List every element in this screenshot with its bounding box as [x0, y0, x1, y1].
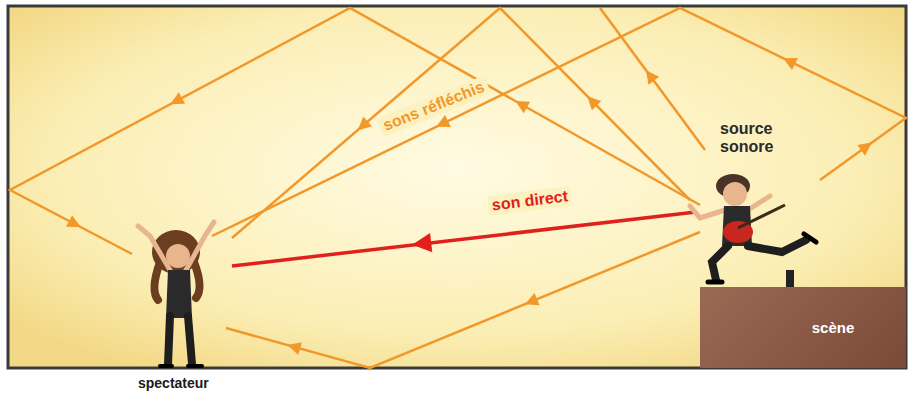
arrowhead	[436, 115, 451, 127]
reflected-ray	[232, 8, 690, 238]
reflected-ray	[10, 8, 700, 254]
reflected-ray	[212, 8, 906, 236]
source-label: source sonore	[720, 120, 790, 155]
stage-monitor	[786, 270, 794, 288]
arrowhead	[412, 233, 432, 252]
arrowhead	[170, 92, 185, 104]
reflected-sound-label: sons réfléchis	[376, 75, 491, 136]
arrowhead	[783, 58, 798, 70]
room	[8, 6, 906, 368]
spectator-label: spectateur	[138, 376, 209, 391]
arrowhead	[525, 293, 540, 305]
reflected-ray	[600, 8, 705, 150]
sound-rays	[10, 8, 906, 368]
arrowhead	[66, 215, 81, 227]
musician-figure	[690, 174, 816, 282]
arrowhead	[857, 143, 872, 156]
direct-ray	[232, 212, 696, 266]
arrowhead	[646, 70, 659, 85]
spectator-figure	[138, 222, 214, 366]
arrowhead	[358, 117, 372, 131]
direct-sound-label: son direct	[487, 186, 573, 216]
stage-block: scène	[700, 287, 906, 368]
stage-label: scène	[812, 319, 855, 336]
arrowhead	[587, 96, 601, 110]
reflected-ray	[226, 232, 700, 368]
arrowhead	[515, 101, 530, 113]
arrowhead	[287, 342, 301, 355]
